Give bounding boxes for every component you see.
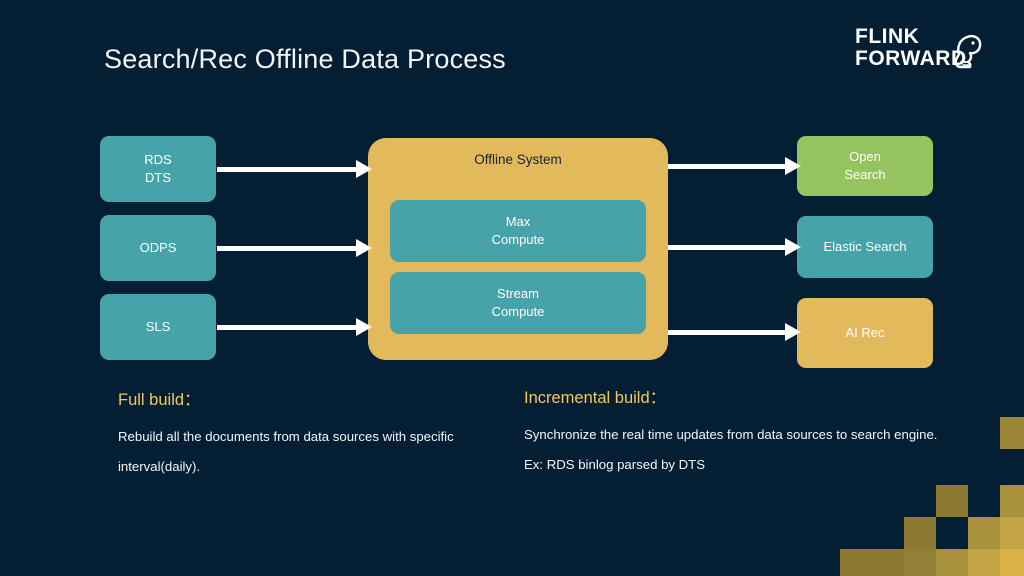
incremental-build-body-line-1: Synchronize the real time updates from d… <box>524 427 938 442</box>
node-ai-rec[interactable]: AI Rec <box>797 298 933 368</box>
decoration-cell <box>936 485 968 517</box>
arrow-offline-to-ai-rec <box>668 323 801 341</box>
decoration-cell <box>1000 549 1024 576</box>
decoration-cell <box>840 549 872 576</box>
arrow-shaft <box>668 330 787 335</box>
note-full-build: Full build： Rebuild all the documents fr… <box>118 386 508 482</box>
decoration-cell <box>1000 517 1024 549</box>
logo-line-1: FLINK <box>855 25 920 48</box>
arrow-rds-to-offline <box>217 160 372 178</box>
arrow-head-icon <box>785 238 801 256</box>
arrow-head-icon <box>785 157 801 175</box>
note-incremental-build: Incremental build： Synchronize the real … <box>524 384 944 480</box>
logo-line-2: FORWARD <box>855 47 967 70</box>
decoration-cell <box>904 517 936 549</box>
node-rds-dts[interactable]: RDS DTS <box>100 136 216 202</box>
node-sls[interactable]: SLS <box>100 294 216 360</box>
arrow-offline-to-elastic-search <box>668 238 801 256</box>
squirrel-icon <box>954 34 982 69</box>
decoration-cell <box>904 549 936 576</box>
decoration-cell <box>968 549 1000 576</box>
flink-forward-logo: FLINK FORWARD <box>855 26 982 74</box>
arrow-head-icon <box>356 160 372 178</box>
node-max-compute[interactable]: Max Compute <box>390 200 646 262</box>
node-open-search[interactable]: Open Search <box>797 136 933 196</box>
full-build-body: Rebuild all the documents from data sour… <box>118 429 454 474</box>
decoration-cell <box>1000 417 1024 449</box>
incremental-build-body-line-2: Ex: RDS binlog parsed by DTS <box>524 457 706 472</box>
arrow-head-icon <box>785 323 801 341</box>
arrow-shaft <box>217 325 358 330</box>
arrow-head-icon <box>356 318 372 336</box>
arrow-head-icon <box>356 239 372 257</box>
arrow-odps-to-offline <box>217 239 372 257</box>
decoration-cell <box>1000 485 1024 517</box>
arrow-shaft <box>217 246 358 251</box>
incremental-build-heading: Incremental build： <box>524 389 667 407</box>
arrow-shaft <box>217 167 358 172</box>
decoration-cell <box>872 549 904 576</box>
arrow-shaft <box>668 164 787 169</box>
offline-system-label: Offline System <box>474 152 562 167</box>
page-title: Search/Rec Offline Data Process <box>104 44 506 74</box>
full-build-heading: Full build： <box>118 391 201 409</box>
logo-text: FLINK FORWARD <box>855 26 967 70</box>
arrow-offline-to-open-search <box>668 157 801 175</box>
arrow-shaft <box>668 245 787 250</box>
arrow-sls-to-offline <box>217 318 372 336</box>
node-elastic-search[interactable]: Elastic Search <box>797 216 933 278</box>
node-odps[interactable]: ODPS <box>100 215 216 281</box>
decoration-cell <box>936 549 968 576</box>
node-stream-compute[interactable]: Stream Compute <box>390 272 646 334</box>
decoration-cell <box>968 517 1000 549</box>
